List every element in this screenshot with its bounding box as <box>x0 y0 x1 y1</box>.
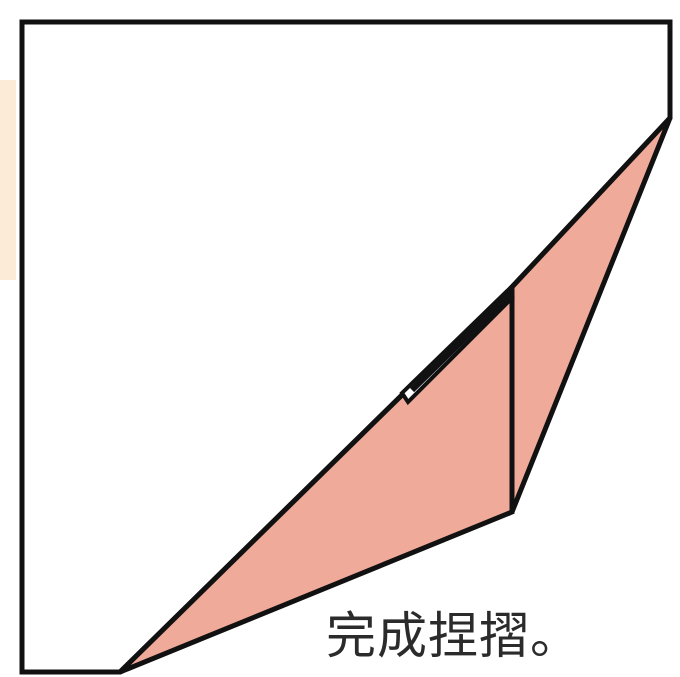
pinch-crease-line <box>409 293 511 393</box>
step-caption: 完成捏摺。 <box>326 607 581 665</box>
left-edge-tint <box>0 80 16 280</box>
